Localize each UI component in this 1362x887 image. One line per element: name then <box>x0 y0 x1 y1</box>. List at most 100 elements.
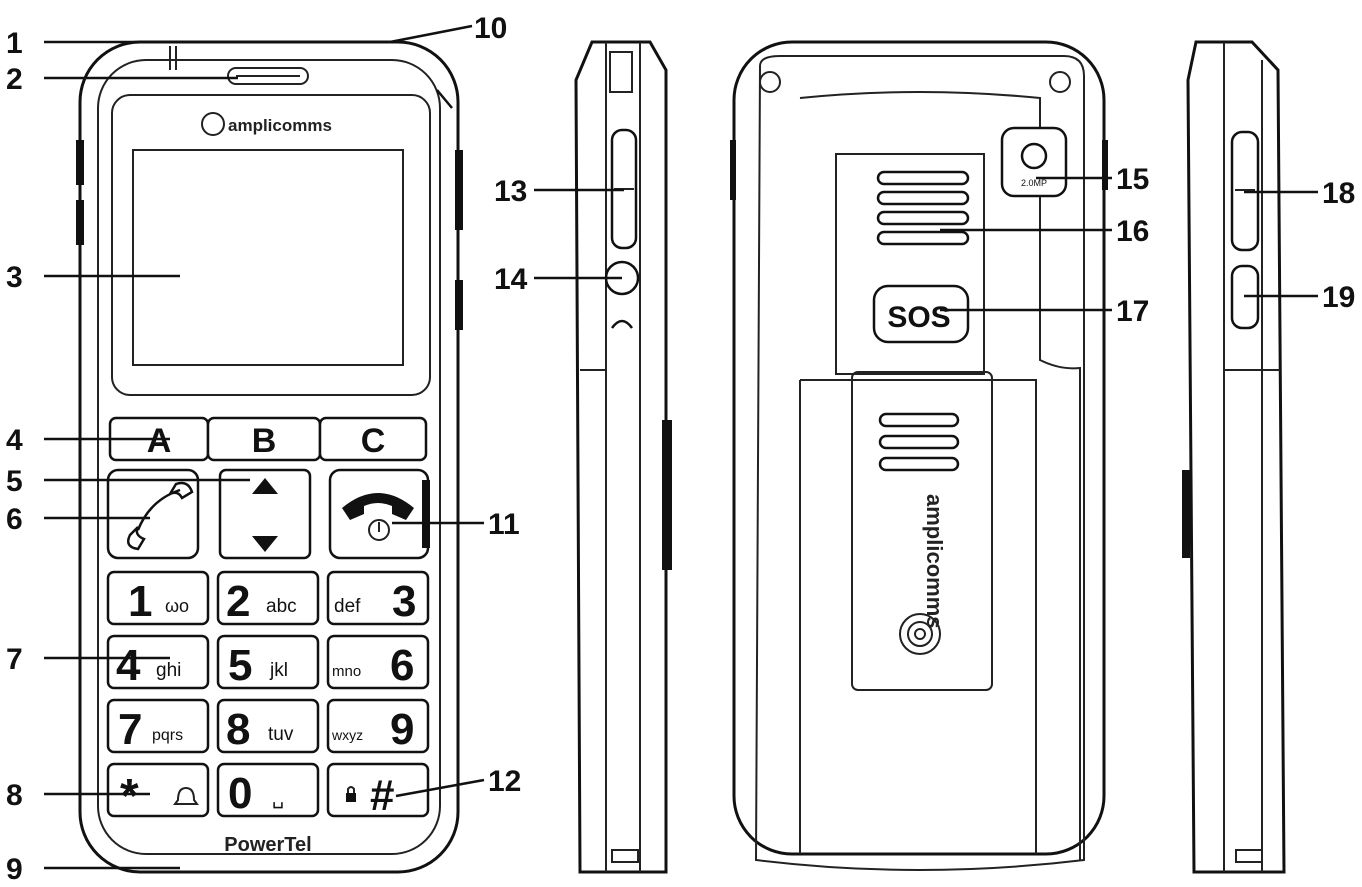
front-logo-mark <box>201 112 225 136</box>
callout-13: 13 <box>494 175 527 208</box>
key-3-sub: def <box>334 596 361 617</box>
left-button-lower <box>76 200 84 245</box>
callout-15: 15 <box>1116 163 1149 196</box>
bell-icon <box>173 786 199 805</box>
callout-12: 12 <box>488 765 521 798</box>
key-5-main: 5 <box>228 641 252 690</box>
key-9-main: 9 <box>390 705 414 754</box>
key-8-main: 8 <box>226 705 250 754</box>
key-star-main: * <box>120 770 139 823</box>
key-hash-main: # <box>370 771 394 820</box>
key-5-sub: jkl <box>269 660 288 681</box>
key-3-main: 3 <box>392 577 416 626</box>
call-icon <box>127 481 194 551</box>
front-view: amplicomms A B C <box>76 40 463 874</box>
key-4-sub: ghi <box>156 660 181 681</box>
key-8 <box>216 698 320 754</box>
end-call-icon <box>342 493 414 520</box>
key-7 <box>106 698 210 754</box>
key-3 <box>326 570 430 626</box>
callout-10: 10 <box>474 12 507 45</box>
key-0-main: 0 <box>228 769 252 818</box>
callout-5: 5 <box>6 465 23 498</box>
key-4 <box>106 634 210 690</box>
callout-2: 2 <box>6 63 23 96</box>
callout-lines <box>44 24 1318 870</box>
end-key-shadow <box>422 480 430 548</box>
nav-key <box>218 468 312 560</box>
sos-button <box>872 284 970 344</box>
key-8-sub: tuv <box>268 724 294 745</box>
key-6-main: 6 <box>390 641 414 690</box>
callout-18: 18 <box>1322 177 1355 210</box>
battery-cover-upper <box>835 153 985 375</box>
key-5 <box>216 634 320 690</box>
key-0-sub: ␣ <box>272 788 284 809</box>
headphone-icon <box>610 319 634 329</box>
left-side-body <box>574 40 668 874</box>
front-bezel <box>97 59 441 855</box>
key-6-sub: mno <box>332 663 361 680</box>
nav-up-arrow-icon <box>252 478 278 494</box>
callout-11: 11 <box>488 508 520 541</box>
back-logo-text: amplicomms <box>922 494 947 629</box>
speaker-grill <box>876 170 970 246</box>
key-2-sub: abc <box>266 596 297 617</box>
nav-down-arrow-icon <box>252 536 278 552</box>
key-6 <box>326 634 430 690</box>
right-side-body <box>1186 40 1286 874</box>
key-0 <box>216 762 320 818</box>
key-1 <box>106 570 210 626</box>
key-9-sub: wxyz <box>331 727 363 743</box>
callout-7: 7 <box>6 643 23 676</box>
right-button-upper <box>455 150 463 230</box>
callout-4: 4 <box>6 424 23 457</box>
key-2-main: 2 <box>226 577 250 626</box>
key-1-main: 1 <box>128 577 152 626</box>
sos-label: SOS <box>887 301 950 334</box>
camera-lens-icon <box>1020 142 1048 170</box>
end-key <box>328 468 430 560</box>
key-9 <box>326 698 430 754</box>
camera-label: 2.0MP <box>1021 178 1047 188</box>
right-button-lower <box>455 280 463 330</box>
left-side-view <box>574 40 672 874</box>
key-4-main: 4 <box>116 641 141 690</box>
callout-6: 6 <box>6 503 23 536</box>
back-screw-left <box>759 71 781 93</box>
callout-14: 14 <box>494 263 528 296</box>
number-keys: 1 ωο 2 abc def 3 4 ghi 5 jkl mno 6 7 pqr… <box>106 570 430 823</box>
callout-19: 19 <box>1322 281 1355 314</box>
back-view: 2.0MP SOS amplicomms <box>730 40 1108 871</box>
soft-key-c-label: C <box>361 422 386 460</box>
callout-17: 17 <box>1116 295 1149 328</box>
lower-grill <box>878 412 960 472</box>
right-side-slot <box>1182 470 1190 558</box>
key-7-main: 7 <box>118 705 142 754</box>
callout-1: 1 <box>6 27 23 60</box>
lock-icon <box>346 793 356 802</box>
back-shell-inner <box>754 55 1085 871</box>
back-screw-right <box>1049 71 1071 93</box>
soft-key-a-label: A <box>147 422 172 460</box>
back-logo-mark <box>899 613 941 655</box>
callout-16: 16 <box>1116 215 1149 248</box>
strap-eyelet <box>609 51 633 93</box>
earpiece <box>227 67 309 85</box>
key-1-sub: ωο <box>165 596 189 616</box>
soft-key-b-label: B <box>252 422 277 460</box>
key-7-sub: pqrs <box>152 727 183 744</box>
right-side-view <box>1182 40 1286 874</box>
power-icon <box>368 519 390 541</box>
display-screen <box>132 149 404 366</box>
callout-3: 3 <box>6 261 23 294</box>
display-frame <box>111 94 431 396</box>
callout-8: 8 <box>6 779 23 812</box>
front-logo-text: amplicomms <box>228 116 332 135</box>
callout-9: 9 <box>6 853 23 886</box>
left-side-slot <box>662 420 672 570</box>
left-button-upper <box>76 140 84 185</box>
callout-numbers: 1 2 3 4 5 6 7 8 9 10 11 12 13 14 15 16 1… <box>6 12 1355 886</box>
